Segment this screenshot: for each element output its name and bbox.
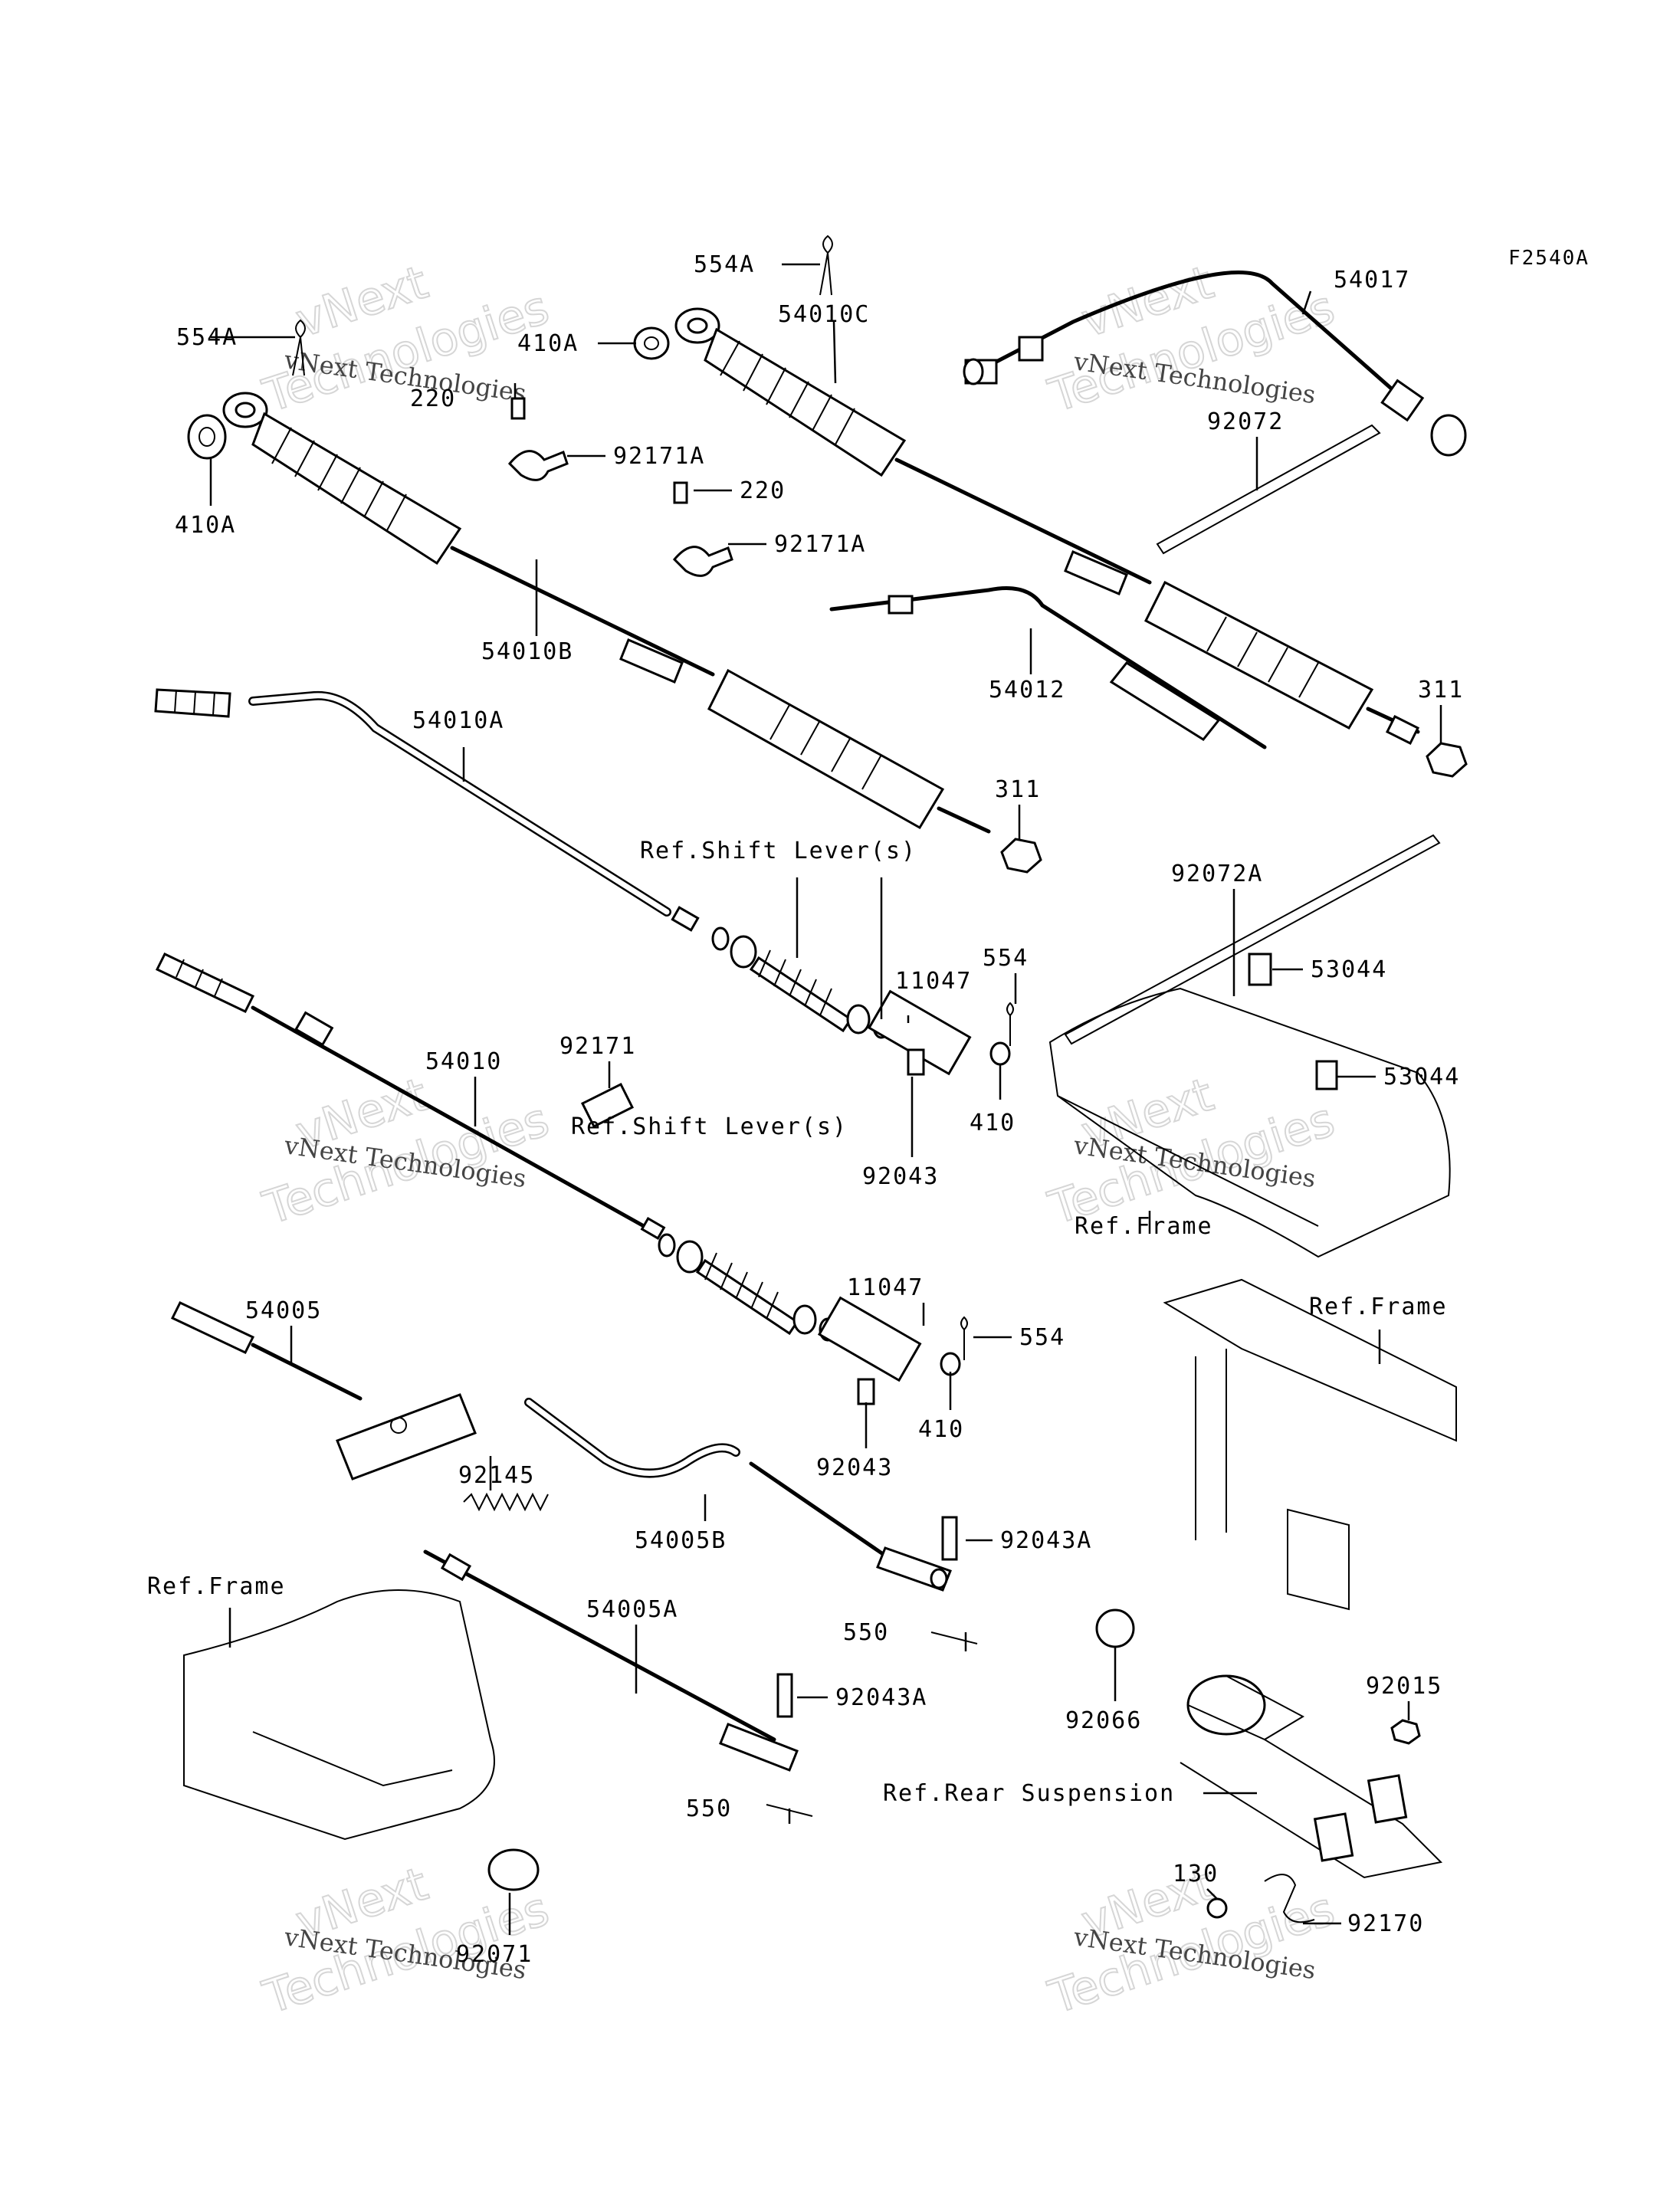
bolt-220-drawing: [673, 481, 688, 504]
part-label-92015[interactable]: 92015: [1366, 1673, 1442, 1700]
part-label-92072A[interactable]: 92072A: [1171, 861, 1263, 887]
nut-311-drawing: [1426, 742, 1468, 778]
part-label-92170[interactable]: 92170: [1347, 1910, 1424, 1937]
spring-92145-drawing: [463, 1492, 549, 1512]
shift-lever-group-top-drawing: [711, 926, 1014, 1076]
part-labels: 554A 54010C 54017 554A 410A 220 92171A 9…: [175, 251, 1464, 1968]
nut-92015-drawing: [1390, 1719, 1421, 1745]
part-label-550[interactable]: 550: [843, 1619, 889, 1646]
plug-92066-drawing: [1095, 1608, 1135, 1648]
pin-92043A-drawing: [776, 1673, 793, 1718]
drawing-layer: [154, 234, 1468, 1923]
part-label-410[interactable]: 410: [970, 1110, 1016, 1136]
part-label-92145[interactable]: 92145: [458, 1462, 535, 1489]
washer-410A-drawing: [187, 414, 227, 460]
cable-54010C-drawing: [674, 307, 1420, 746]
part-label-92171A[interactable]: 92171A: [613, 443, 705, 470]
tie-92072A-drawing: [1064, 834, 1441, 1045]
bolt-130-drawing: [1206, 1897, 1228, 1919]
part-label-130[interactable]: 130: [1173, 1861, 1219, 1887]
clamp-92171A-drawing: [672, 546, 733, 577]
frame-lower-left-drawing: [183, 1589, 540, 1891]
part-label-54005A[interactable]: 54005A: [586, 1596, 678, 1623]
cable-54010B-drawing: [222, 392, 991, 834]
part-label-92171[interactable]: 92171: [559, 1033, 636, 1060]
part-label-554A[interactable]: 554A: [176, 324, 238, 351]
part-label-92043A[interactable]: 92043A: [835, 1684, 927, 1711]
part-label-92043[interactable]: 92043: [816, 1454, 893, 1481]
ref-label-frame[interactable]: Ref.Frame: [147, 1573, 286, 1600]
ref-label-frame[interactable]: Ref.Frame: [1075, 1213, 1213, 1240]
part-label-92071[interactable]: 92071: [456, 1941, 533, 1968]
part-label-54005B[interactable]: 54005B: [635, 1527, 727, 1554]
rear-suspension-drawing: [1180, 1674, 1443, 1923]
part-label-11047[interactable]: 11047: [895, 968, 972, 995]
part-label-54005[interactable]: 54005: [245, 1297, 322, 1324]
part-label-311[interactable]: 311: [995, 776, 1041, 803]
part-label-54010B[interactable]: 54010B: [481, 638, 573, 665]
part-label-410[interactable]: 410: [918, 1416, 964, 1443]
part-label-92043[interactable]: 92043: [862, 1163, 939, 1190]
part-label-11047[interactable]: 11047: [847, 1274, 924, 1301]
cable-54005A-drawing: [423, 1549, 799, 1772]
shift-lever-group-mid-drawing: [658, 1233, 968, 1405]
clamp-92171A-drawing: [507, 450, 569, 481]
part-label-54012[interactable]: 54012: [989, 677, 1065, 703]
bracket-11047-drawing: [817, 1296, 922, 1382]
part-label-410A[interactable]: 410A: [175, 512, 236, 539]
cable-54010A-drawing: [154, 688, 700, 932]
cable-54010-drawing: [155, 953, 666, 1240]
cable-54017-drawing: [963, 271, 1467, 457]
pin-92043A-drawing: [941, 1516, 958, 1561]
part-label-54010A[interactable]: 54010A: [412, 707, 504, 734]
cable-54012-drawing: [829, 586, 1267, 749]
pin-554A-drawing: [292, 319, 306, 376]
part-label-92043A[interactable]: 92043A: [1000, 1527, 1092, 1554]
reference-labels: Ref.Shift Lever(s) Ref.Shift Lever(s) Re…: [147, 838, 1448, 1807]
part-label-554A[interactable]: 554A: [694, 251, 755, 278]
clip-53044-drawing: [1315, 1060, 1338, 1090]
part-label-220[interactable]: 220: [740, 477, 786, 504]
part-label-92066[interactable]: 92066: [1065, 1707, 1142, 1734]
clip-53044-drawing: [1248, 953, 1272, 986]
ref-label-rear-suspension[interactable]: Ref.Rear Suspension: [883, 1780, 1175, 1807]
nut-311-drawing: [1000, 838, 1042, 874]
tie-92072-drawing: [1156, 424, 1381, 555]
part-label-92072[interactable]: 92072: [1207, 408, 1284, 435]
spring-92170-drawing: [1264, 1874, 1315, 1923]
cotter-550-drawing: [930, 1631, 978, 1644]
cable-54005B-drawing: [524, 1398, 952, 1592]
figure-code: F2540A: [1508, 247, 1590, 270]
clip-92171-drawing: [580, 1082, 635, 1129]
part-label-53044[interactable]: 53044: [1383, 1064, 1460, 1090]
part-label-554[interactable]: 554: [983, 945, 1029, 972]
part-label-410A[interactable]: 410A: [517, 330, 579, 357]
pin-554A-drawing: [819, 234, 833, 296]
bolt-220-drawing: [510, 397, 526, 420]
frame-right-mid-drawing: [1095, 1278, 1457, 1648]
cable-54005-drawing: [170, 1301, 477, 1481]
part-label-220[interactable]: 220: [410, 385, 456, 412]
part-label-554[interactable]: 554: [1019, 1324, 1065, 1351]
part-label-54017[interactable]: 54017: [1334, 267, 1410, 293]
part-label-550[interactable]: 550: [686, 1795, 732, 1822]
part-label-92171A[interactable]: 92171A: [774, 531, 866, 558]
ref-label-shift-lever[interactable]: Ref.Shift Lever(s): [571, 1113, 848, 1140]
ref-label-frame[interactable]: Ref.Frame: [1309, 1294, 1448, 1320]
part-label-53044[interactable]: 53044: [1311, 956, 1387, 983]
grommet-92071-drawing: [487, 1848, 540, 1891]
part-label-54010C[interactable]: 54010C: [778, 301, 870, 328]
leader-lines: [209, 263, 1442, 1935]
part-label-54010[interactable]: 54010: [425, 1048, 502, 1075]
part-label-311[interactable]: 311: [1418, 677, 1464, 703]
frame-top-right-drawing: [1048, 834, 1451, 1258]
ref-label-shift-lever[interactable]: Ref.Shift Lever(s): [640, 838, 917, 864]
washer-410A-drawing: [633, 326, 670, 360]
